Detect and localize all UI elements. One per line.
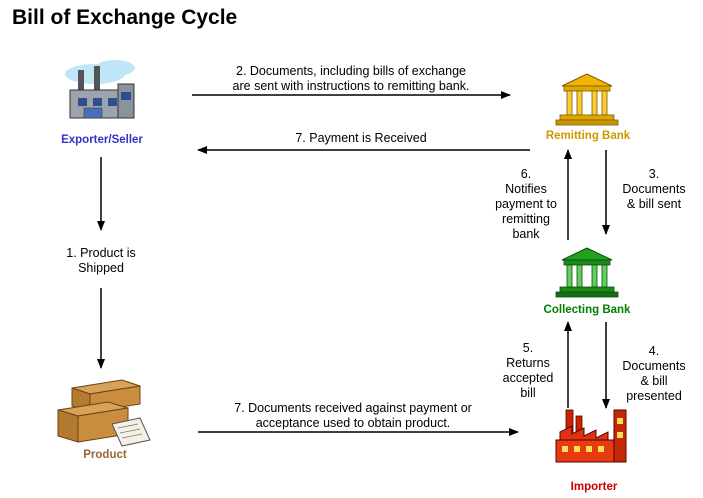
remitting-bank-icon [555, 73, 619, 126]
remitting-bank-label: Remitting Bank [545, 130, 631, 142]
collecting-bank-icon [555, 247, 619, 298]
factory-icon [65, 60, 135, 119]
step-4-label: 4. Documents & bill presented [622, 344, 686, 403]
collecting-bank-label: Collecting Bank [543, 304, 631, 316]
step-6-label: 6. Notifies payment to remitting bank [495, 167, 557, 241]
importer-factory-icon [555, 409, 627, 463]
diagram-title: Bill of Exchange Cycle [12, 6, 238, 29]
exporter-label: Exporter/Seller [61, 134, 143, 146]
product-label: Product [83, 449, 127, 461]
step-7-payment-label: 7. Payment is Received [295, 131, 427, 145]
step-2-label: 2. Documents, including bills of exchang… [232, 64, 470, 93]
step-1-label: 1. Product is Shipped [66, 246, 136, 275]
step-7-documents-label: 7. Documents received against payment or… [234, 401, 472, 430]
importer-label: Importer [570, 481, 618, 493]
step-5-label: 5. Returns accepted bill [502, 341, 554, 400]
step-3-label: 3. Documents & bill sent [622, 167, 686, 211]
product-boxes-icon [57, 379, 151, 447]
